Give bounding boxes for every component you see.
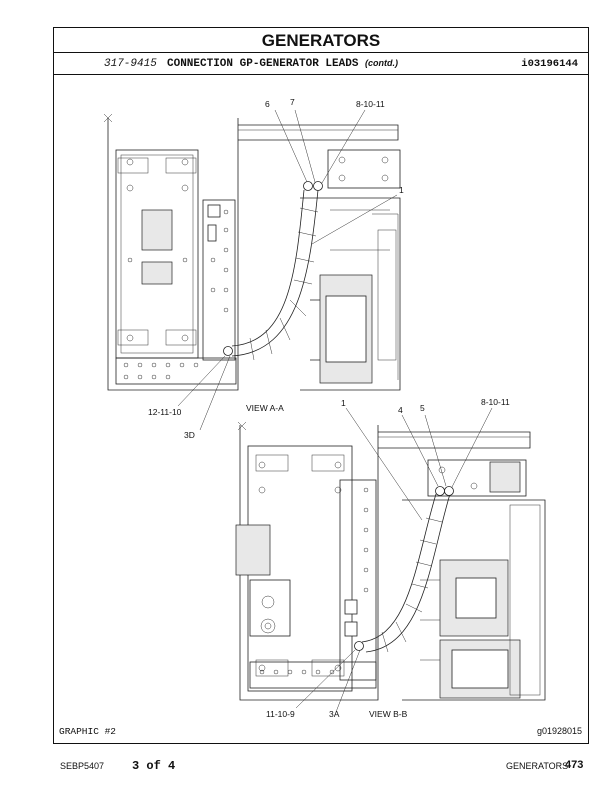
graphic-id: g01928015 [536,726,582,736]
callout-b-5: 5 [420,403,425,413]
continued-note: (contd.) [365,58,399,68]
footer-section: GENERATORS [506,761,569,771]
view-a-drawing [103,109,401,431]
reference-id: i03196144 [521,58,578,70]
callout-b-1: 1 [341,398,346,408]
callout-b-3a: 3A [329,709,340,719]
graphic-label: GRAPHIC #2 [59,726,117,737]
callout-b-4: 4 [398,405,403,415]
page-number: 473 [565,759,584,771]
view-b-drawing [235,407,546,713]
page-frame: GENERATORS 317-9415 CONNECTION GP-GENERA… [53,27,589,744]
callout-a-6: 6 [265,99,270,109]
callout-a-8-10-11: 8-10-11 [356,99,385,109]
page-of: 3 of 4 [132,759,176,773]
callout-a-3d: 3D [184,430,195,440]
part-name-line: CONNECTION GP-GENERATOR LEADS (contd.) [167,58,398,70]
section-title: GENERATORS [54,28,588,53]
callout-a-7: 7 [290,97,295,107]
part-number: 317-9415 [104,58,157,70]
callout-a-1: 1 [399,185,404,195]
part-name: CONNECTION GP-GENERATOR LEADS [167,58,359,70]
view-a-label: VIEW A-A [246,403,284,413]
doc-id: SEBP5407 [60,761,105,771]
callout-b-8-10-11: 8-10-11 [481,397,510,407]
callout-b-11-10-9: 11-10-9 [266,709,295,719]
part-header: 317-9415 CONNECTION GP-GENERATOR LEADS (… [54,53,588,75]
view-b-label: VIEW B-B [369,709,408,719]
callout-a-12-11-10: 12-11-10 [148,407,182,417]
